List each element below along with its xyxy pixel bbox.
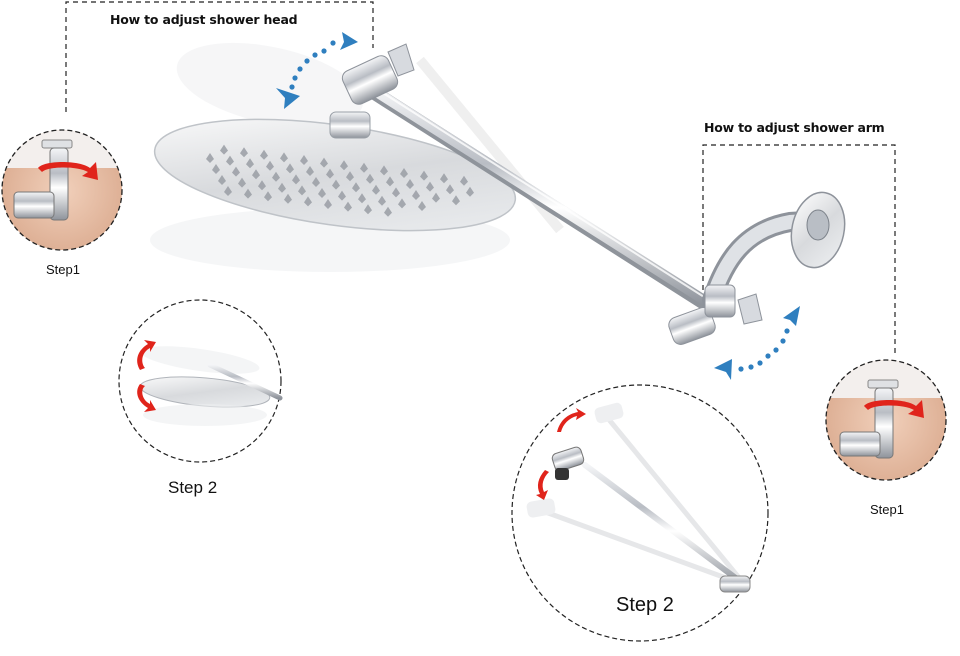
nozzle bbox=[304, 196, 312, 207]
wall-elbow bbox=[702, 191, 846, 310]
nozzle bbox=[340, 160, 348, 171]
nozzle bbox=[278, 182, 286, 193]
nozzle bbox=[284, 193, 292, 204]
nozzle bbox=[384, 206, 392, 217]
nozzle bbox=[220, 144, 228, 155]
nozzle bbox=[446, 184, 454, 195]
nozzle bbox=[406, 179, 414, 189]
nozzle bbox=[344, 201, 352, 212]
nozzle bbox=[280, 152, 288, 163]
nozzle bbox=[332, 179, 340, 190]
nozzle bbox=[260, 149, 268, 160]
nozzle bbox=[264, 191, 272, 202]
shower-arm-callout-box bbox=[702, 144, 896, 356]
nozzle bbox=[226, 155, 234, 166]
nozzle bbox=[326, 168, 334, 179]
nozzle bbox=[432, 192, 440, 203]
nozzle bbox=[232, 166, 240, 177]
step2-label-head: Step 2 bbox=[168, 478, 218, 497]
nozzle bbox=[318, 188, 326, 198]
nozzle bbox=[212, 164, 220, 174]
nozzle bbox=[346, 171, 354, 182]
shower-head-section-title: How to adjust shower head bbox=[110, 12, 298, 27]
nozzle bbox=[300, 155, 308, 165]
nozzle bbox=[240, 147, 248, 158]
nozzle bbox=[364, 204, 372, 215]
shower-arm-adjust-arrow-icon bbox=[714, 306, 800, 380]
step1-valve-illustration-left bbox=[1, 129, 123, 251]
nozzle bbox=[358, 193, 366, 204]
nozzle bbox=[366, 173, 374, 184]
nozzle bbox=[420, 170, 428, 181]
nozzle bbox=[412, 190, 420, 200]
nozzle bbox=[252, 169, 260, 180]
nozzle bbox=[266, 160, 274, 171]
nozzle bbox=[418, 201, 426, 211]
shower-head bbox=[153, 111, 517, 232]
nozzle bbox=[286, 163, 294, 174]
nozzle bbox=[244, 188, 252, 199]
nozzle bbox=[224, 186, 232, 196]
nozzle bbox=[272, 171, 280, 182]
nozzle bbox=[320, 157, 328, 168]
nozzle bbox=[460, 175, 468, 186]
nozzle bbox=[392, 187, 400, 198]
nozzle bbox=[372, 184, 380, 195]
nozzle bbox=[352, 182, 360, 193]
nozzle bbox=[312, 177, 320, 187]
nozzle bbox=[246, 158, 254, 169]
nozzle bbox=[386, 176, 394, 187]
nozzle bbox=[324, 199, 332, 209]
nozzle bbox=[360, 162, 368, 173]
step1-label-right: Step1 bbox=[870, 502, 904, 517]
nozzle bbox=[440, 173, 448, 184]
nozzle bbox=[380, 165, 388, 176]
step2-head-tilt-illustration bbox=[118, 299, 283, 463]
shower-head-callout-box bbox=[65, 1, 374, 112]
nozzle bbox=[452, 195, 460, 206]
step2-arm-tilt-illustration bbox=[511, 384, 769, 642]
nozzle bbox=[218, 175, 226, 185]
nozzle bbox=[238, 177, 246, 188]
step2-label-arm: Step 2 bbox=[616, 594, 674, 616]
nozzle bbox=[398, 198, 406, 209]
nozzle bbox=[206, 153, 214, 163]
nozzle bbox=[426, 181, 434, 192]
step1-label-left: Step1 bbox=[46, 262, 80, 277]
nozzle bbox=[338, 190, 346, 201]
nozzle bbox=[292, 174, 300, 185]
shower-arm bbox=[341, 43, 719, 315]
nozzle bbox=[306, 166, 314, 176]
arm-swivel-joint bbox=[668, 284, 763, 345]
nozzle bbox=[400, 168, 408, 178]
nozzle bbox=[466, 186, 474, 197]
nozzle bbox=[298, 185, 306, 196]
nozzle bbox=[258, 180, 266, 191]
shower-head-adjust-arrow-icon bbox=[276, 32, 358, 109]
ghost-shower-head-upper bbox=[176, 42, 364, 128]
nozzle bbox=[378, 195, 386, 206]
step1-valve-illustration-right bbox=[825, 359, 947, 481]
shower-arm-section-title: How to adjust shower arm bbox=[704, 120, 885, 135]
